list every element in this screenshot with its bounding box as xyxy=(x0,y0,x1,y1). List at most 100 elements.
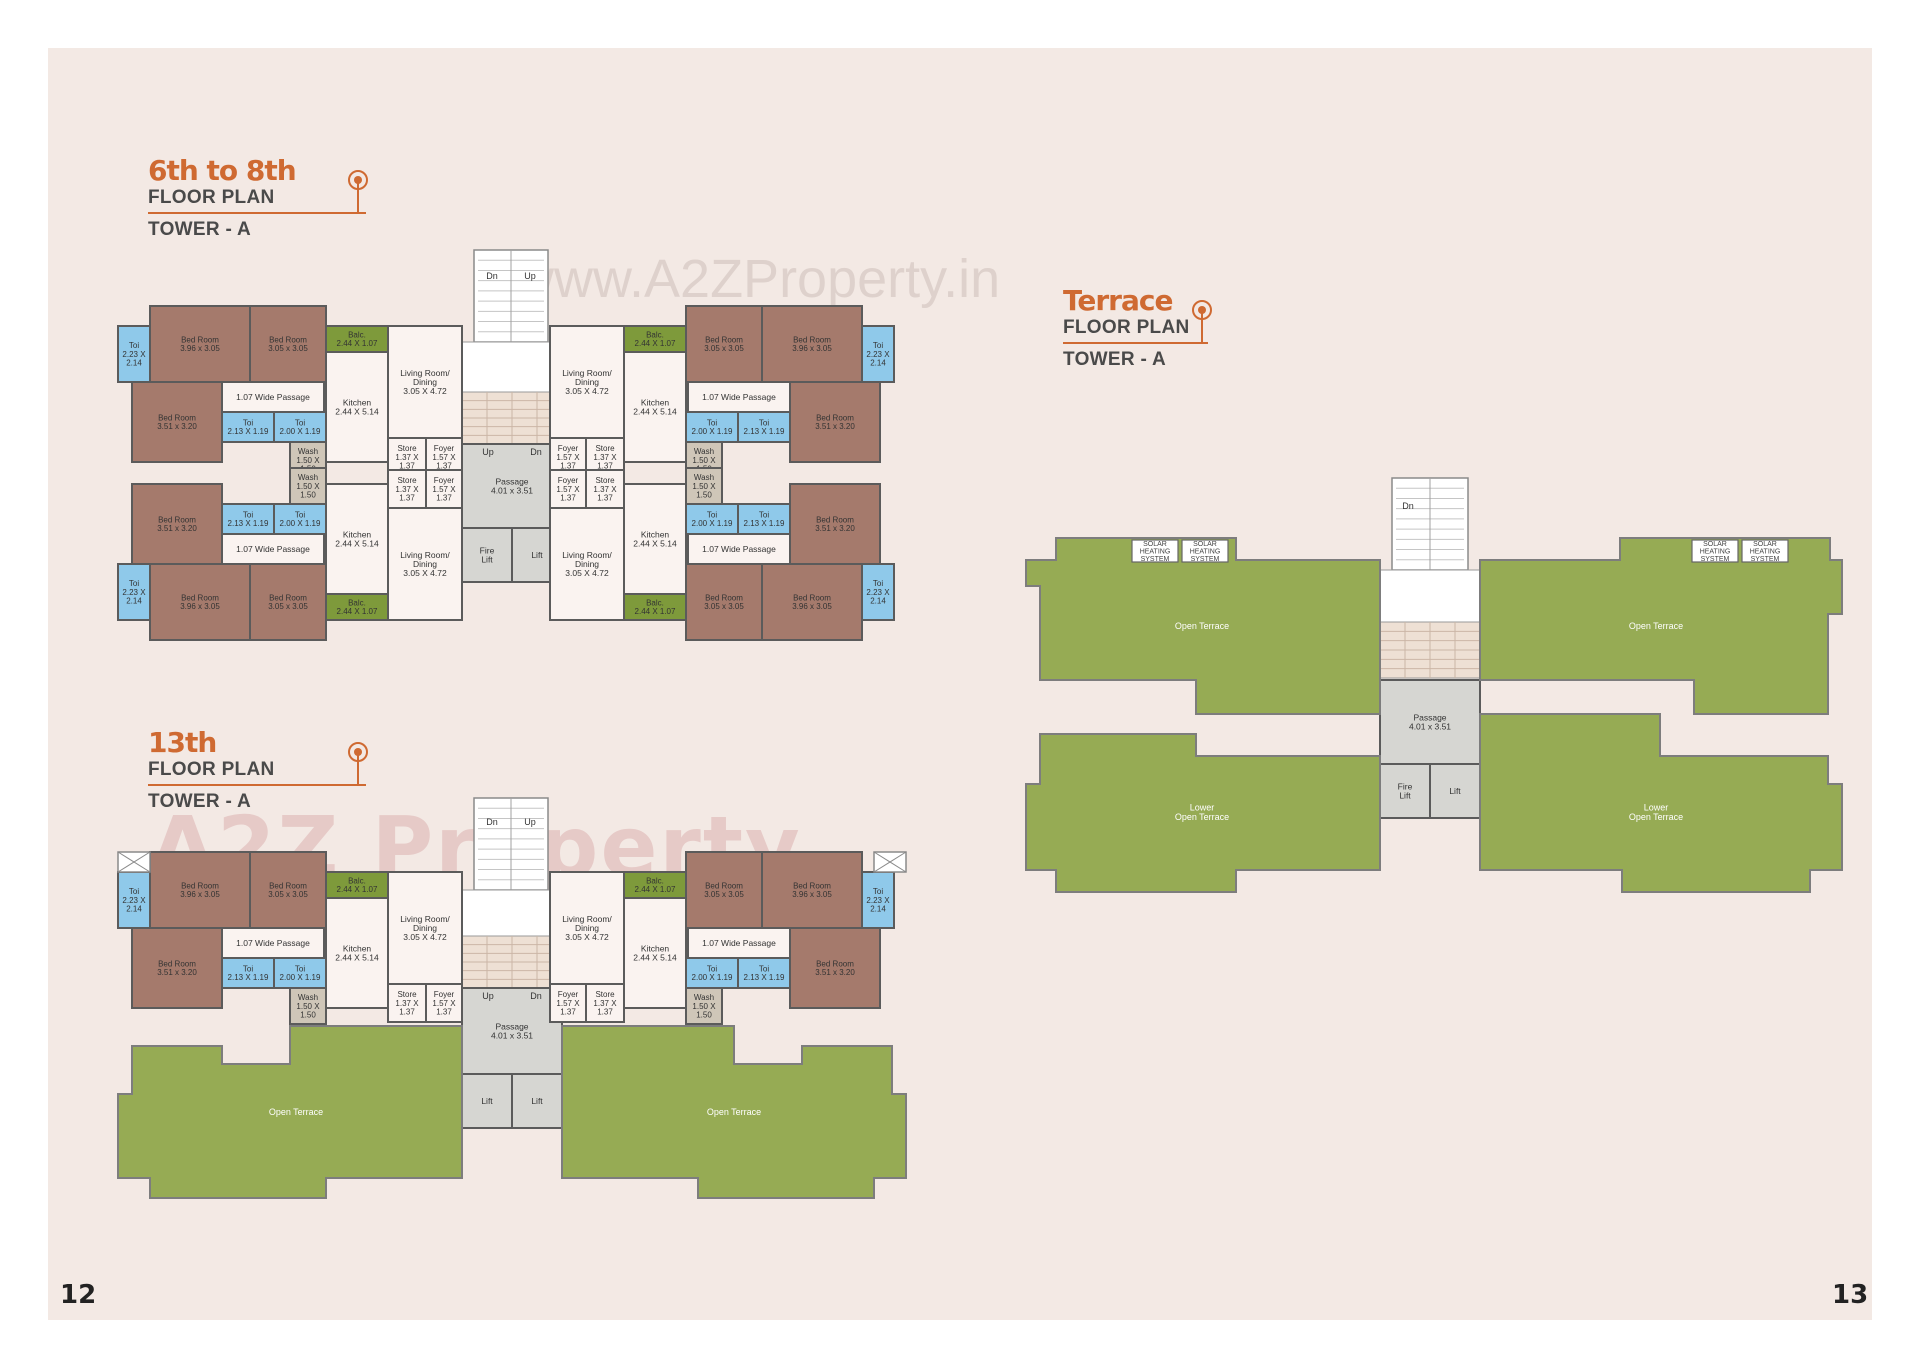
plan-title-main: 6th to 8th xyxy=(148,154,297,187)
room-label: 3.51 x 3.20 xyxy=(815,422,855,431)
room-label: Wash xyxy=(694,447,714,456)
room-label: Bed Room xyxy=(269,335,307,344)
room-label: 1.37 xyxy=(560,493,576,502)
wide-passage xyxy=(687,927,791,959)
room-label: Toi xyxy=(759,964,769,973)
room-label: 2.44 X 5.14 xyxy=(335,539,379,549)
stair-lobby xyxy=(1379,569,1481,623)
room-label: 1.37 xyxy=(436,1007,452,1016)
foyer xyxy=(549,983,587,1023)
room-label: SYSTEM xyxy=(1141,556,1170,563)
room-label: SOLAR xyxy=(1193,541,1217,548)
page-number-left: 12 xyxy=(60,1280,97,1310)
wide-passage xyxy=(687,533,791,565)
room-label: Store xyxy=(397,444,417,453)
room-label: Dn xyxy=(1402,501,1414,511)
stair-lobby xyxy=(461,341,563,393)
room-label: 1.50 X xyxy=(296,456,320,465)
open-terrace xyxy=(561,1025,907,1199)
room-label: Living Room/ xyxy=(400,368,450,378)
bedroom xyxy=(149,305,251,383)
room-label: Dining xyxy=(575,923,599,933)
room-label: Bed Room xyxy=(705,593,743,602)
room-label: Toi xyxy=(873,341,883,350)
room-label: 1.50 xyxy=(696,490,712,499)
room-label: 2.44 X 1.07 xyxy=(337,607,378,616)
room-label: Bed Room xyxy=(181,881,219,890)
room-label: 1.07 Wide Passage xyxy=(702,544,776,554)
room-label: 2.00 X 1.19 xyxy=(280,427,321,436)
room-label: Bed Room xyxy=(269,881,307,890)
toilet xyxy=(117,325,151,383)
solar-heating-system xyxy=(1181,539,1229,563)
room-label: 3.05 x 3.05 xyxy=(268,602,308,611)
room-label: 1.57 X xyxy=(432,453,456,462)
room-label: 2.23 X xyxy=(122,350,146,359)
room-label: 2.44 X 1.07 xyxy=(635,885,676,894)
living-dining xyxy=(387,325,463,439)
passage xyxy=(461,443,563,529)
room-label: 2.14 xyxy=(126,904,142,913)
room-label: 1.37 xyxy=(399,1007,415,1016)
room-label: SOLAR xyxy=(1703,541,1727,548)
room-label: Foyer xyxy=(434,444,455,453)
bedroom xyxy=(131,381,223,463)
room-label: 4.01 x 3.51 xyxy=(1409,722,1451,732)
foyer xyxy=(425,469,463,509)
room-label: Wash xyxy=(298,473,318,482)
room-label: Toi xyxy=(707,964,717,973)
room-label: Bed Room xyxy=(181,335,219,344)
tree-icon xyxy=(1192,300,1212,320)
room-label: 3.05 x 3.05 xyxy=(704,602,744,611)
plan-title-13th: 13th FLOOR PLAN TOWER - A xyxy=(148,728,366,814)
bedroom xyxy=(789,483,881,565)
room-label: 4.01 x 3.51 xyxy=(491,486,533,496)
tree-icon xyxy=(348,742,368,762)
foyer xyxy=(425,983,463,1023)
room-label: 1.37 X xyxy=(395,999,419,1008)
room-label: Bed Room xyxy=(793,881,831,890)
balcony xyxy=(325,325,389,353)
lift xyxy=(461,1073,513,1129)
room-label: Dn xyxy=(486,817,498,827)
toilet xyxy=(117,871,151,929)
room-label: Fire xyxy=(480,545,495,555)
room-label: Toi xyxy=(759,510,769,519)
room-label: Open Terrace xyxy=(1175,621,1229,631)
title-rule xyxy=(148,784,366,786)
room-label: 2.44 X 5.14 xyxy=(633,539,677,549)
room-label: Toi xyxy=(243,418,253,427)
room-label: Bed Room xyxy=(793,335,831,344)
wide-passage xyxy=(221,533,325,565)
kitchen xyxy=(325,351,389,463)
room-label: 2.23 X xyxy=(866,896,890,905)
room-label: 1.37 xyxy=(436,461,452,470)
store xyxy=(387,469,427,509)
planter-box xyxy=(873,851,907,873)
room-label: Bed Room xyxy=(705,335,743,344)
room-label: 2.44 X 1.07 xyxy=(635,607,676,616)
toilet xyxy=(685,503,739,535)
stair-lobby xyxy=(461,889,563,937)
room-label: 1.07 Wide Passage xyxy=(236,938,310,948)
room-label: 3.05 x 3.05 xyxy=(268,890,308,899)
bedroom xyxy=(789,927,881,1009)
toilet xyxy=(221,503,275,535)
toilet xyxy=(117,563,151,621)
passage xyxy=(1379,679,1481,765)
living-dining xyxy=(549,871,625,985)
room-label: Passage xyxy=(1413,712,1446,722)
plan-title-tower: TOWER - A xyxy=(148,791,251,812)
toilet xyxy=(737,957,791,989)
room-label: SYSTEM xyxy=(1701,556,1730,563)
room-label: Foyer xyxy=(434,990,455,999)
room-label: 3.96 x 3.05 xyxy=(792,890,832,899)
title-rule xyxy=(1063,342,1208,344)
room-label: Wash xyxy=(298,993,318,1002)
lower-open-terrace xyxy=(1025,733,1381,893)
planter-box xyxy=(117,851,151,873)
room-label: Wash xyxy=(694,473,714,482)
room-label: 1.57 X xyxy=(432,999,456,1008)
room-label: 2.23 X xyxy=(122,896,146,905)
room-label: Passage xyxy=(495,476,528,486)
